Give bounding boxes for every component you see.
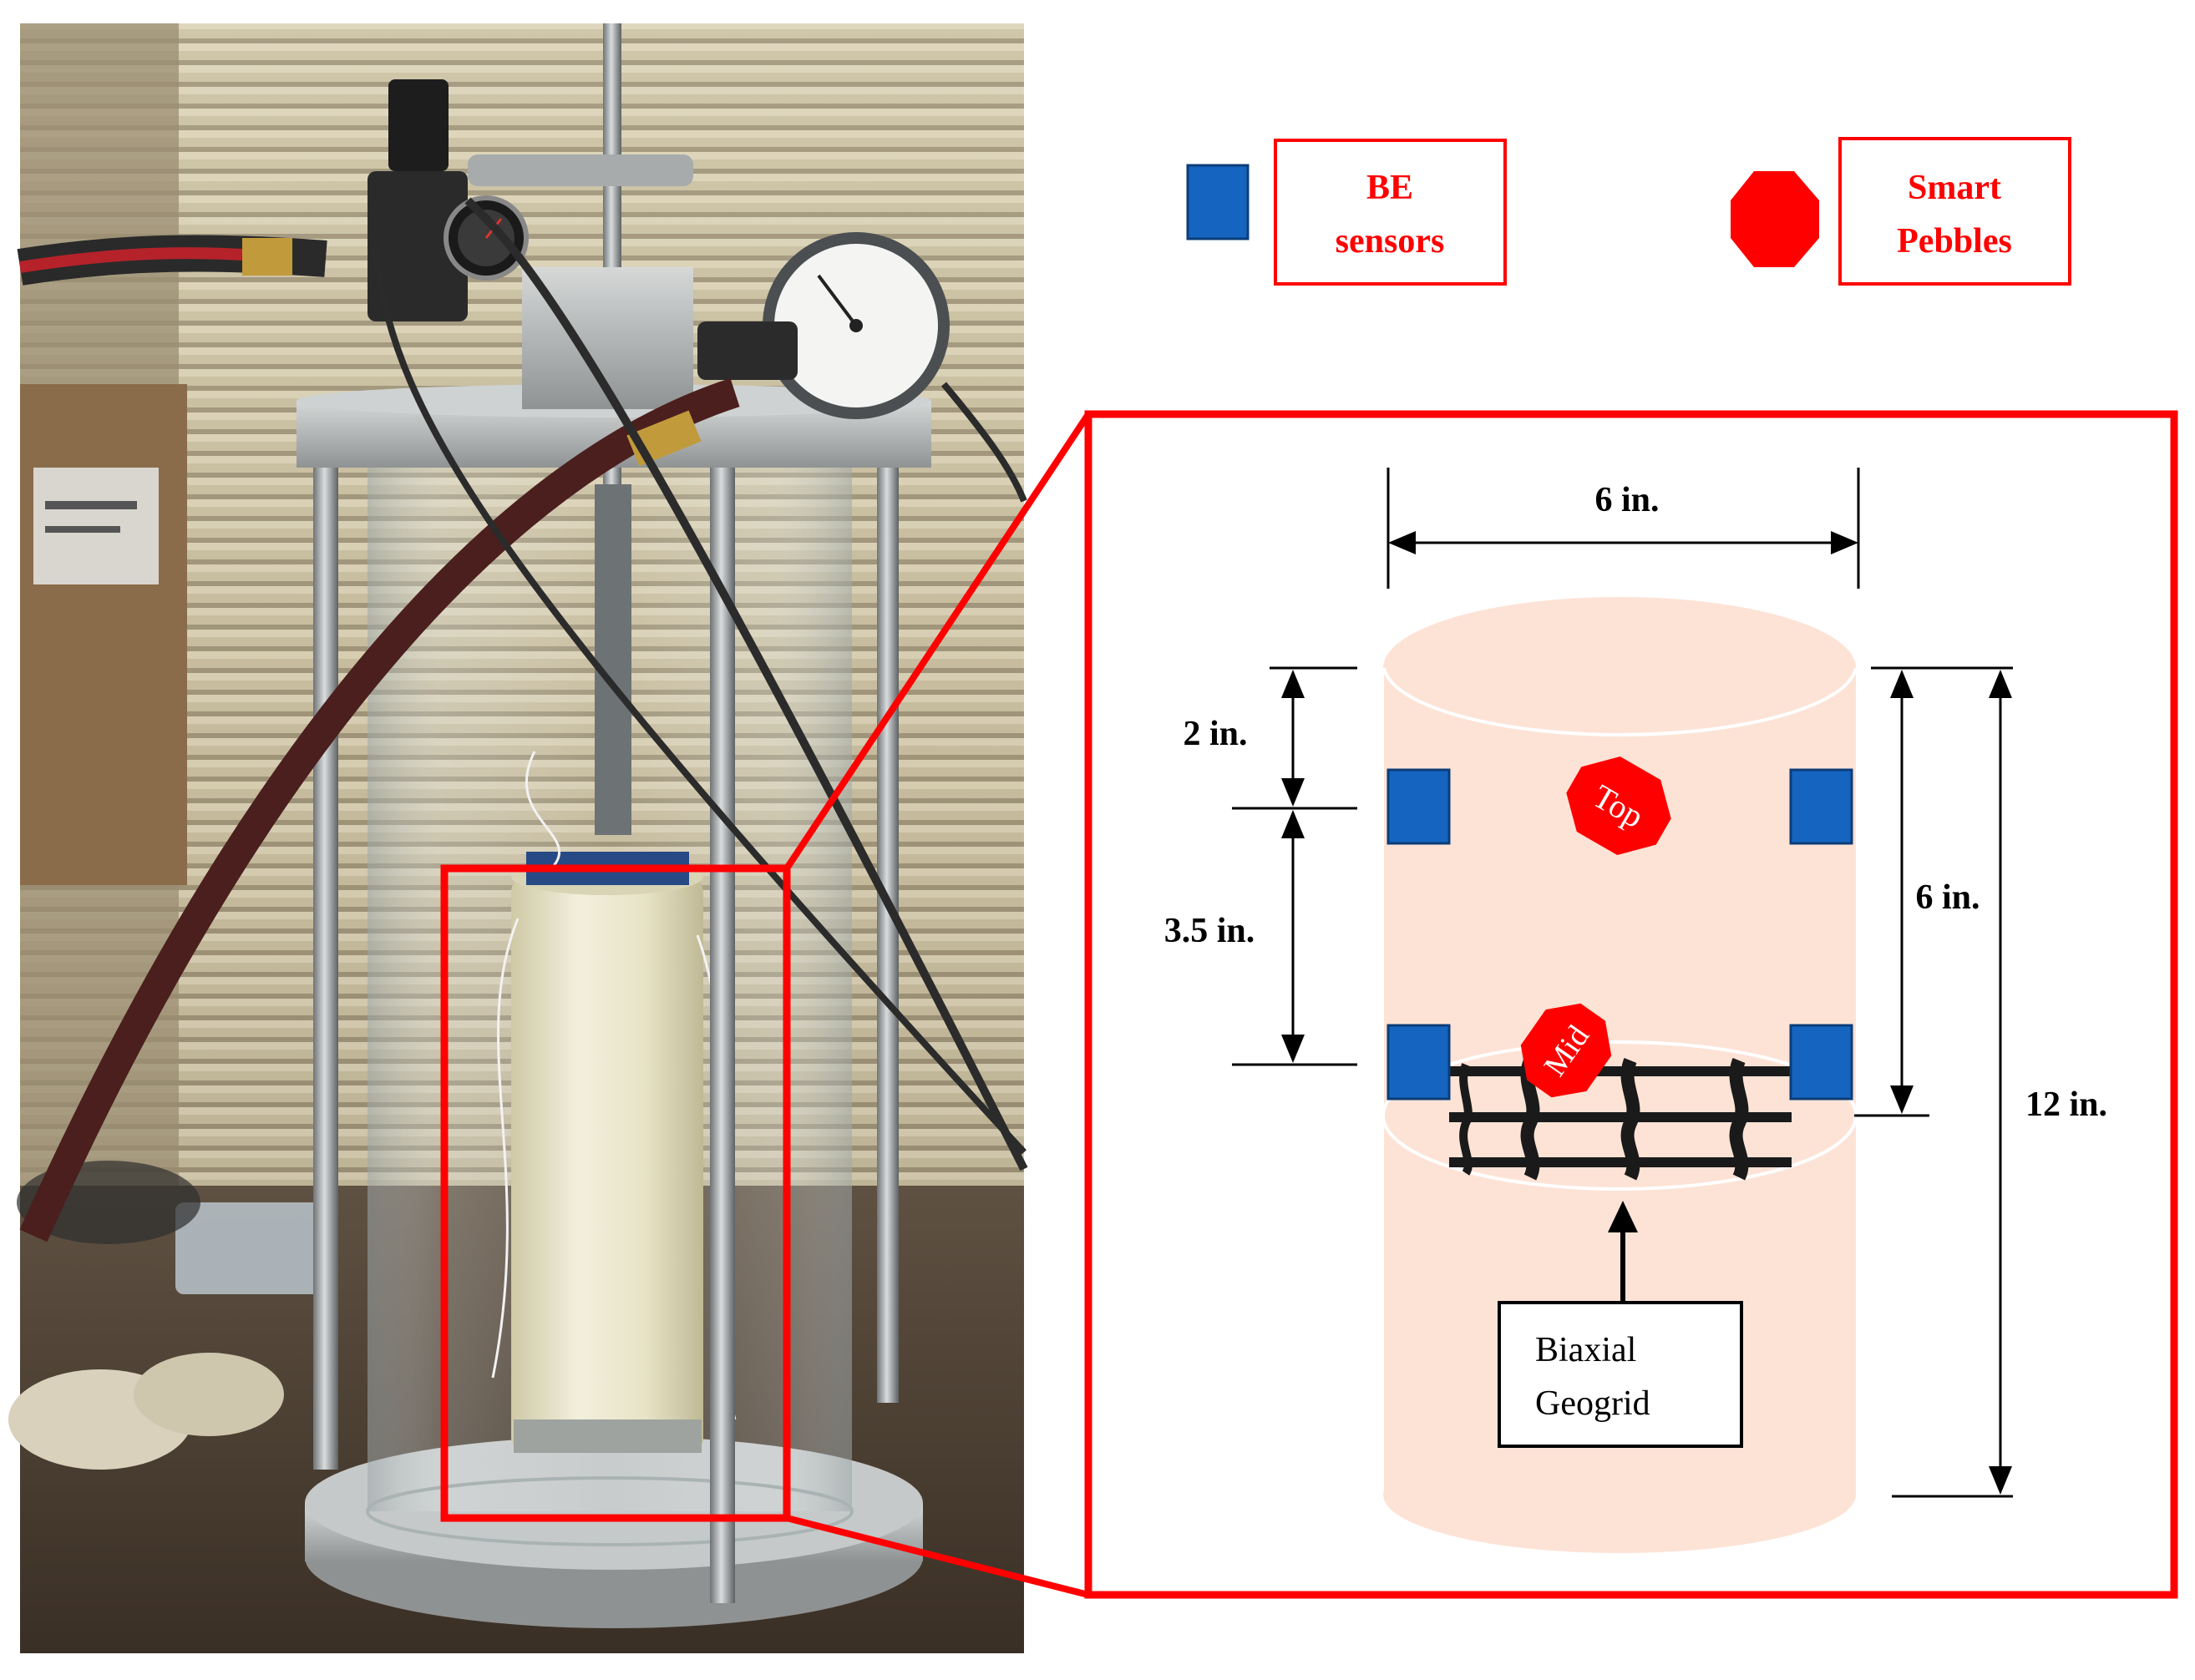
- plastic-container: [175, 1202, 334, 1294]
- diameter-dimension: [1386, 468, 1860, 589]
- black-line: [464, 197, 1028, 1171]
- cardboard-box: [20, 384, 187, 885]
- zoom-connector-bottom: [786, 1515, 1089, 1598]
- smart-pebble-mid: Mid: [1520, 1003, 1612, 1098]
- be-sensor-mid-left: [1386, 1024, 1451, 1101]
- be-sensor-top-right: [1789, 768, 1853, 845]
- smart-pebble-top: Top: [1566, 756, 1671, 856]
- callout-arrow-head: [1608, 1201, 1638, 1232]
- soil-specimen: [511, 877, 703, 1453]
- be-sensor-legend-marker: [1186, 164, 1250, 240]
- diameter-label: 6 in.: [1594, 481, 1659, 519]
- half-height-label: 6 in.: [1915, 878, 1980, 917]
- geogrid: [1449, 1058, 1792, 1181]
- callout-line1: Biaxial: [1535, 1331, 1636, 1369]
- smart-pebbles-legend-line1: Smart: [1908, 169, 2001, 207]
- cylinder-top-face: [1383, 597, 1856, 739]
- crossbar: [468, 154, 693, 186]
- smart-pebbles-legend-line2: Pebbles: [1897, 222, 2012, 261]
- left-spacing-dimensions: [1232, 666, 1357, 1066]
- callout-line2: Geogrid: [1535, 1384, 1650, 1423]
- smart-pebble-legend-marker: [1731, 171, 1819, 267]
- mid-spacing-label: 3.5 in.: [1164, 912, 1255, 950]
- be-sensor-top-left: [1386, 768, 1451, 845]
- specimen-highlight-box: [440, 864, 791, 1522]
- legend: BE sensors Smart Pebbles: [1186, 137, 2071, 286]
- apparatus-photo: [8, 23, 1028, 1653]
- top-spacing-label: 2 in.: [1183, 715, 1247, 753]
- pressure-regulator: [388, 79, 449, 171]
- specimen-schematic: Top Mid 6 in. 2 in. 3.5 in.: [1084, 410, 2178, 1599]
- geogrid-callout-box: [1498, 1301, 1743, 1448]
- be-sensors-legend-line2: sensors: [1336, 222, 1445, 261]
- tie-rod: [313, 468, 338, 1470]
- be-sensors-legend-line1: BE: [1366, 169, 1413, 207]
- be-sensor-mid-right: [1789, 1024, 1853, 1101]
- zoom-connector-top: [783, 412, 1092, 871]
- be-sensors-legend-box: [1274, 139, 1507, 286]
- tie-rod: [710, 468, 735, 1603]
- tie-rod: [877, 468, 899, 1403]
- full-height-label: 12 in.: [2025, 1085, 2107, 1124]
- right-height-dimensions: [1854, 666, 2013, 1498]
- smart-pebbles-legend-box: [1838, 137, 2071, 286]
